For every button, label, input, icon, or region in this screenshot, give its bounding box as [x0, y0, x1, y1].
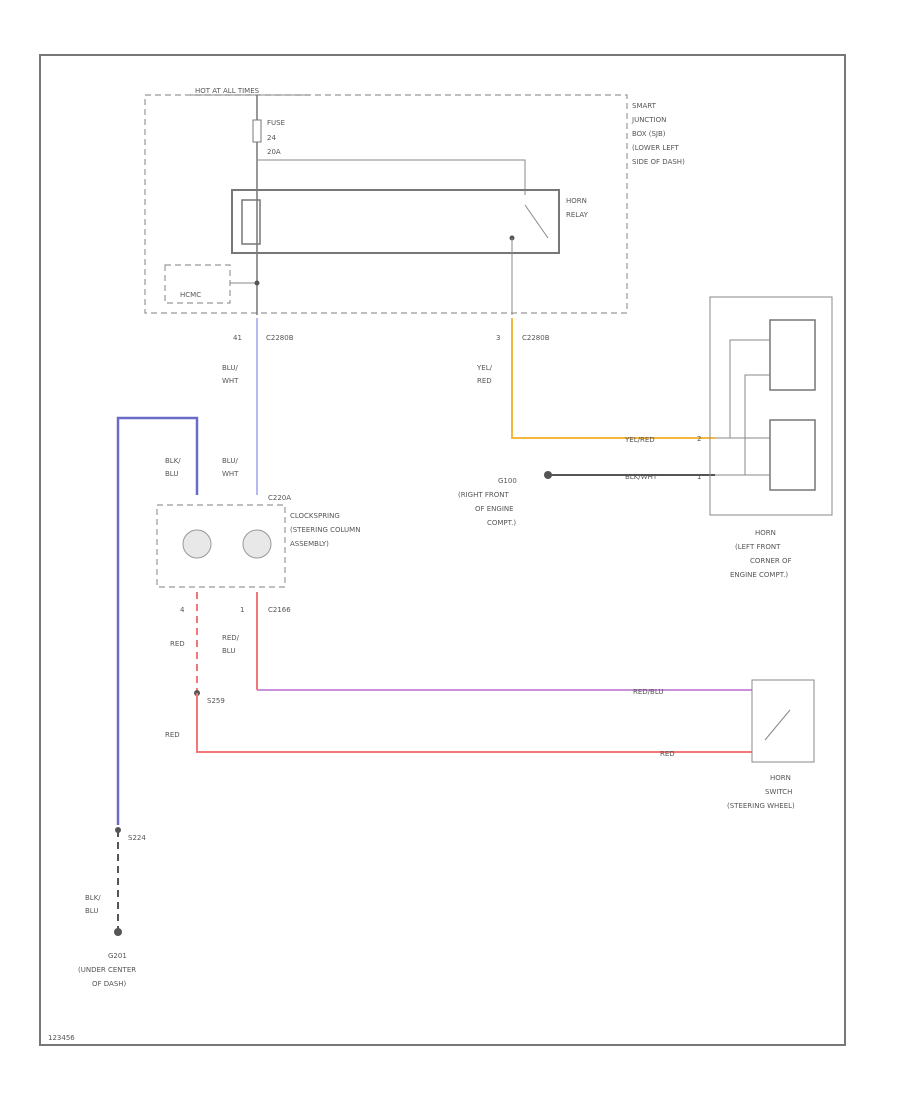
- horn-switch-icon: [764, 709, 791, 741]
- horn-label-2: (LEFT FRONT: [735, 543, 781, 551]
- blu-wht-label-1: BLU/: [222, 364, 238, 372]
- g100-label-3: OF ENGINE: [475, 505, 514, 513]
- horn-speaker-icon-2: [769, 419, 816, 491]
- fuse-icon: [252, 119, 262, 143]
- horn-relay-label-1: HORN: [566, 197, 587, 205]
- relay-switch-icon: [524, 204, 549, 239]
- blk-blu-label-2: BLU: [165, 470, 178, 478]
- horn-box: [709, 296, 833, 516]
- red-wire: [196, 693, 752, 753]
- sjb-label-4: (LOWER LEFT: [632, 144, 680, 152]
- hot-at-all-times-label: HOT AT ALL TIMES: [195, 87, 260, 95]
- sjb-label-1: SMART: [632, 102, 657, 110]
- yel-red-wire: [511, 318, 715, 439]
- horn-relay-box: [231, 189, 560, 254]
- horn-label-3: CORNER OF: [750, 557, 792, 565]
- blu-wht-label-3: BLU/: [222, 457, 238, 465]
- sjb-boundary: [144, 94, 628, 314]
- sjb-label-2: JUNCTION: [631, 116, 666, 124]
- g201-label-1: G201: [108, 952, 127, 960]
- blk-blu-wire: [116, 416, 199, 825]
- g201-ground-icon: [114, 928, 122, 936]
- yel-red-label-1: YEL/: [476, 364, 493, 372]
- fuse-number-label: 24: [267, 134, 276, 142]
- red-wire-label: RED: [660, 750, 675, 758]
- horn-switch-box: [751, 679, 815, 763]
- horn-label-1: HORN: [755, 529, 776, 537]
- fuse-amps-label: 20A: [267, 148, 281, 156]
- g100-label-4: COMPT.): [487, 519, 516, 527]
- g201-label-3: OF DASH): [92, 980, 127, 988]
- hcm-label: HCMC: [180, 291, 201, 299]
- diagram-frame: [39, 54, 846, 1046]
- red-label-1: RED: [170, 640, 185, 648]
- sjb-label-3: BOX (SJB): [632, 130, 666, 138]
- clockspring-icon-left: [182, 529, 212, 559]
- clockspring-label-1: CLOCKSPRING: [290, 512, 340, 520]
- s224-label: S224: [128, 834, 146, 842]
- red-blu-label-1: RED/: [222, 634, 240, 642]
- horn-switch-label-2: SWITCH: [765, 788, 792, 796]
- clockspring-label-2: (STEERING COLUMN: [290, 526, 360, 534]
- blk-blu-label-3: BLK/: [85, 894, 101, 902]
- clockspring-box: [156, 504, 286, 588]
- c2166-label: C2166: [268, 606, 291, 614]
- horn-wire-a: [715, 339, 770, 439]
- clock-pin-right: 1: [240, 606, 244, 614]
- hcm-box: [164, 264, 231, 304]
- clock-pin-left: 4: [180, 606, 185, 614]
- red-blu-wire-label: RED/BLU: [633, 688, 664, 696]
- horn-label-4: ENGINE COMPT.): [730, 571, 788, 579]
- c2280-pin-right: 3: [496, 334, 500, 342]
- g201-label-2: (UNDER CENTER: [78, 966, 136, 974]
- c2280-pin-left: 41: [233, 334, 242, 342]
- red-blu-label-2: BLU: [222, 647, 235, 655]
- horn-relay-label-2: RELAY: [566, 211, 589, 219]
- yel-red-wire-label: YEL/RED: [624, 436, 655, 444]
- fuse-label: FUSE: [267, 119, 285, 127]
- horn-switch-label-1: HORN: [770, 774, 791, 782]
- red-label-2: RED: [165, 731, 180, 739]
- blk-blu-label-1: BLK/: [165, 457, 181, 465]
- sjb-label-5: SIDE OF DASH): [632, 158, 685, 166]
- g100-label-2: (RIGHT FRONT: [458, 491, 509, 499]
- blk-wht-wire-label: BLK/WHT: [625, 473, 658, 481]
- relay-feed-wire: [257, 159, 526, 195]
- horn-pin-2: 1: [697, 473, 701, 481]
- g100-ground-icon: [544, 471, 552, 479]
- blu-wht-label-2: WHT: [222, 377, 239, 385]
- hcm-node: [254, 280, 260, 286]
- horn-speaker-icon-1: [769, 319, 816, 391]
- relay-coil-icon: [241, 199, 261, 245]
- clockspring-icon-right: [242, 529, 272, 559]
- horn-switch-label-3: (STEERING WHEEL): [727, 802, 795, 810]
- blu-wht-label-4: WHT: [222, 470, 239, 478]
- blk-blu-label-4: BLU: [85, 907, 98, 915]
- g100-label-1: G100: [498, 477, 517, 485]
- c2280-label-left: C2280B: [266, 334, 294, 342]
- c220a-label: C220A: [268, 494, 291, 502]
- yel-red-label-2: RED: [477, 377, 492, 385]
- horn-wire-c: [715, 374, 770, 476]
- diagram-id: 123456: [48, 1034, 75, 1042]
- s259-label: S259: [207, 697, 225, 705]
- horn-pin-1: 2: [697, 435, 701, 443]
- c2280-label-right: C2280B: [522, 334, 550, 342]
- clockspring-label-3: ASSEMBLY): [290, 540, 329, 548]
